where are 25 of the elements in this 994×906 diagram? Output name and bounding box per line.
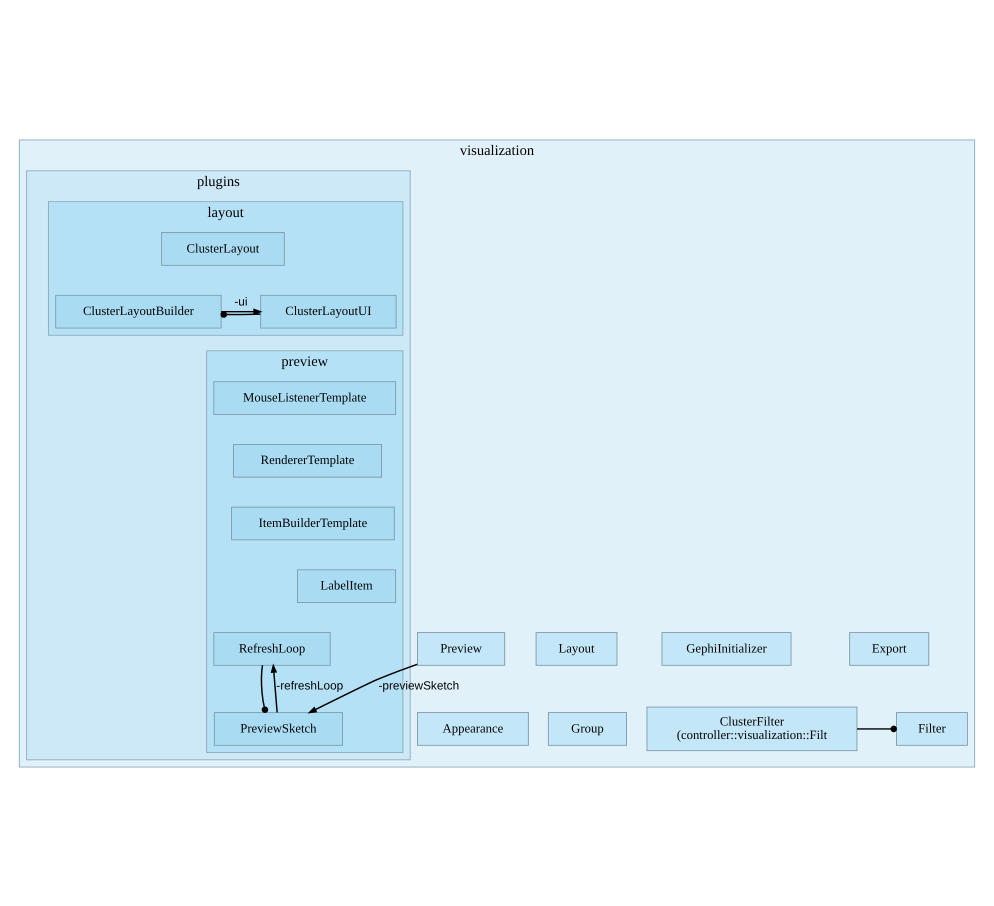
connector [220,310,260,318]
node-box: ClusterLayoutBuilder [55,294,222,328]
edge-label: -ui [234,294,248,308]
node-box: Layout [536,632,618,666]
node-box: PreviewSketch [214,712,343,746]
node-box: ClusterFilter (controller::visualization::Filt [646,706,858,751]
node-box: ClusterLayoutUI [260,294,397,328]
node-box: ItemBuilderTemplate [231,506,395,540]
node-box: ClusterLayout [161,232,285,266]
node-box: Appearance [417,712,529,746]
arrow [270,662,278,712]
arrow [221,308,263,314]
node-box: Export [849,632,930,666]
node-box: RendererTemplate [232,443,382,478]
arrow [308,663,418,713]
node-box: Preview [417,632,506,666]
node-box: GephiInitializer [662,632,792,666]
node-box: RefreshLoop [213,632,331,666]
connector [260,664,268,713]
node-box: LabelItem [297,568,396,603]
node-box: Group [548,712,627,746]
edge-label: -refreshLoop [276,678,344,692]
node-box: Filter [896,712,968,746]
node-box: MouseListenerTemplate [213,380,396,414]
connector [857,725,897,732]
